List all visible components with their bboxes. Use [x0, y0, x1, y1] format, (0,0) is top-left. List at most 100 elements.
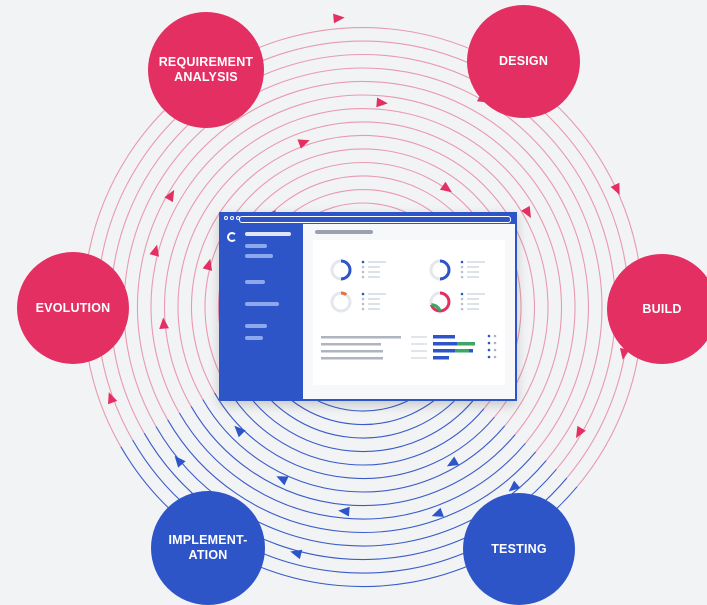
sidebar-item — [245, 244, 267, 248]
phase-label: IMPLEMENT- ATION — [168, 533, 248, 562]
list-line — [411, 343, 427, 345]
flow-arrow-icon — [338, 506, 350, 517]
app-window-mockup — [219, 212, 517, 401]
progress-bar-icon — [433, 335, 455, 339]
phase-label: EVOLUTION — [35, 300, 111, 315]
dashboard-widgets — [321, 259, 497, 360]
flow-arrow-icon — [149, 244, 159, 257]
legend-dot — [460, 275, 464, 279]
phase-label: DESIGN — [498, 54, 549, 68]
legend-line — [368, 308, 380, 310]
legend-dot — [361, 265, 365, 269]
window-controls — [224, 216, 240, 220]
donut-chart-icon — [330, 291, 352, 313]
address-bar — [239, 216, 511, 223]
flow-arrow-icon — [439, 181, 452, 193]
progress-bar-icon — [433, 349, 473, 353]
legend-dot — [361, 292, 365, 296]
flow-arrow-icon — [276, 476, 289, 486]
legend-line — [467, 271, 479, 273]
sidebar-item — [245, 232, 291, 236]
ring-blue — [237, 379, 475, 453]
flow-arrow-icon — [521, 205, 531, 219]
ring-pink — [150, 94, 576, 444]
sidebar-item — [245, 280, 265, 284]
flow-arrow-icon — [610, 182, 620, 195]
phase-label: TESTING — [491, 541, 547, 556]
content-heading-placeholder — [315, 230, 373, 234]
ring-blue — [167, 419, 537, 534]
phase-testing: TESTING — [463, 493, 575, 605]
list-line — [321, 343, 381, 346]
flow-arrow-icon — [431, 507, 444, 517]
list-line — [321, 336, 401, 339]
legend-dot — [460, 302, 464, 306]
phase-label: BUILD — [642, 301, 682, 316]
flow-arrow-icon — [290, 549, 303, 560]
legend-line — [467, 276, 479, 278]
legend-dot — [361, 302, 365, 306]
legend-line — [368, 298, 380, 300]
phase-design: DESIGN — [467, 5, 580, 118]
flow-arrow-icon — [576, 425, 586, 439]
window-titlebar — [221, 214, 515, 224]
donut-chart-arc — [431, 303, 442, 312]
ring-pink — [136, 80, 589, 453]
flow-arrow-icon — [164, 189, 175, 203]
flow-arrow-icon — [159, 317, 169, 329]
donut-chart-arc — [429, 291, 451, 313]
phase-requirement-analysis: REQUIREMENT ANALYSIS — [148, 12, 264, 128]
flow-arrow-icon — [446, 456, 460, 467]
sidebar-item — [245, 336, 263, 340]
legend-line — [467, 266, 479, 268]
legend-dot — [361, 270, 365, 274]
phase-label: REQUIREMENT ANALYSIS — [158, 55, 254, 84]
legend-line — [467, 298, 479, 300]
flow-arrow-icon — [108, 392, 118, 405]
legend-line — [368, 303, 380, 305]
legend-dot — [460, 260, 464, 264]
ring-pink — [177, 121, 549, 427]
ring-blue — [202, 399, 506, 493]
sidebar-item — [245, 302, 279, 306]
list-line — [321, 350, 383, 353]
flow-arrow-icon — [333, 13, 345, 24]
legend-line — [467, 261, 485, 263]
donut-chart-arc — [439, 259, 451, 281]
legend-line — [467, 303, 479, 305]
status-dot — [493, 348, 497, 352]
ring-pink — [204, 148, 522, 409]
phase-evolution: EVOLUTION — [17, 252, 129, 364]
app-content — [303, 224, 515, 399]
sidebar-item — [245, 324, 267, 328]
ring-pink — [163, 108, 563, 435]
flow-arrow-icon — [297, 139, 310, 149]
status-dot — [493, 334, 497, 338]
donut-chart-arc — [340, 291, 348, 296]
dashboard-panel — [313, 240, 505, 385]
ring-blue — [225, 385, 485, 466]
list-line — [411, 336, 427, 338]
legend-line — [368, 271, 380, 273]
legend-line — [467, 293, 485, 295]
progress-bar-segment — [455, 349, 469, 353]
ring-blue — [178, 412, 526, 520]
list-line — [411, 357, 427, 359]
legend-dot — [460, 297, 464, 301]
legend-dot — [460, 265, 464, 269]
legend-dot — [361, 297, 365, 301]
ring-pink — [123, 67, 603, 461]
legend-dot — [460, 307, 464, 311]
flow-arrow-icon — [508, 480, 521, 492]
legend-dot — [460, 270, 464, 274]
status-dot — [487, 334, 491, 338]
sidebar-item — [245, 254, 273, 258]
status-dot — [487, 341, 491, 345]
progress-bar-icon — [433, 342, 457, 346]
ring-blue — [190, 406, 516, 507]
app-logo-icon — [227, 232, 237, 242]
status-dot — [493, 341, 497, 345]
phase-implementation: IMPLEMENT- ATION — [151, 491, 265, 605]
legend-dot — [361, 275, 365, 279]
status-dot — [487, 355, 491, 359]
